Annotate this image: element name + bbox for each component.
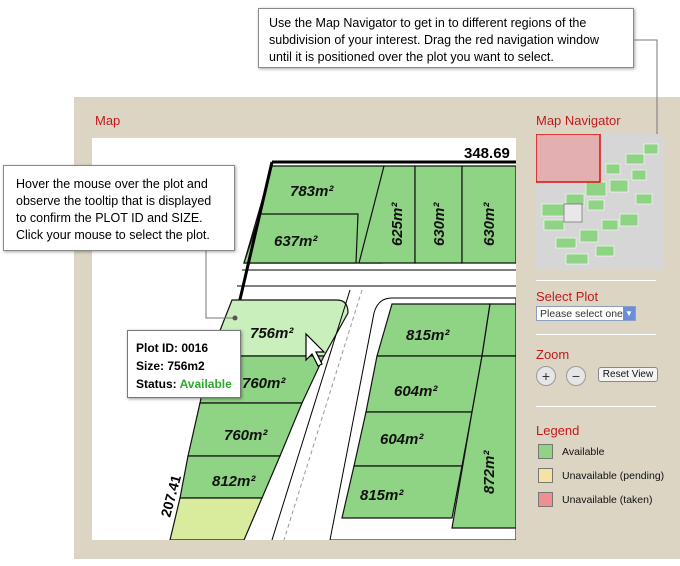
callout-top-line-1: Use the Map Navigator to get in to diffe… — [269, 16, 587, 30]
reset-view-button[interactable]: Reset View — [598, 367, 658, 382]
label-plot-760-a: 760m² — [242, 375, 286, 392]
legend-swatch-taken — [538, 492, 553, 507]
plot-bottom-left[interactable] — [169, 497, 263, 540]
tooltip-status: Status: Available — [136, 375, 232, 393]
navigator-window[interactable] — [536, 134, 601, 183]
select-plot-title: Select Plot — [536, 289, 599, 304]
dimension-top-label: 348.69 — [464, 145, 510, 162]
plot-630-b[interactable] — [461, 165, 516, 264]
tooltip-plot-id: Plot ID: 0016 — [136, 341, 209, 355]
legend-swatch-available — [538, 444, 553, 459]
tooltip-status-value: Available — [179, 377, 232, 391]
label-plot-637: 637m² — [274, 233, 318, 250]
label-plot-812: 812m² — [212, 473, 256, 490]
chevron-down-icon[interactable]: ▼ — [623, 307, 635, 320]
label-plot-872: 872m² — [481, 450, 498, 494]
navigator-instruction-callout: Use the Map Navigator to get in to diffe… — [258, 8, 634, 68]
legend-swatch-pending — [538, 468, 553, 483]
hover-instruction-callout: Hover the mouse over the plot and observ… — [3, 165, 235, 251]
callout-top-line-2: subdivision of your interest. Drag the r… — [269, 33, 600, 47]
zoom-out-icon[interactable]: − — [566, 366, 586, 386]
callout-left-line-2: observe the tooltip that is displayed — [16, 194, 212, 208]
zoom-in-icon[interactable]: + — [536, 366, 556, 386]
label-plot-625: 625m² — [389, 202, 406, 246]
select-plot-value: Please select one — [540, 308, 623, 320]
callout-top-line-3: until it is positioned over the plot you… — [269, 50, 554, 64]
plot-872[interactable] — [451, 355, 516, 529]
map-navigator-thumbnail[interactable] — [536, 134, 664, 270]
label-plot-630-b: 630m² — [481, 202, 498, 246]
legend-label-available: Available — [562, 446, 605, 458]
label-plot-783: 783m² — [290, 183, 334, 200]
label-plot-815-b: 815m² — [360, 487, 404, 504]
label-plot-760-b: 760m² — [224, 427, 268, 444]
plot-815-a-ext[interactable] — [481, 303, 516, 357]
subdivision-map[interactable]: 783m² 637m² 625m² 630m² 630m² 756m² 760m… — [92, 138, 516, 540]
plot-815-b[interactable] — [341, 465, 463, 519]
label-plot-604-a: 604m² — [394, 383, 438, 400]
legend-label-taken: Unavailable (taken) — [562, 494, 653, 506]
select-plot-dropdown[interactable]: Please select one ▼ — [536, 306, 636, 321]
callout-left-line-1: Hover the mouse over the plot and — [16, 177, 208, 191]
callout-left-line-3: to confirm the PLOT ID and SIZE. — [16, 211, 203, 225]
divider-1 — [536, 280, 656, 281]
tooltip-size: Size: 756m2 — [136, 359, 205, 373]
label-plot-756: 756m² — [250, 325, 294, 342]
map-section-title: Map — [95, 113, 121, 128]
divider-3 — [536, 406, 656, 407]
label-plot-630-a: 630m² — [431, 202, 448, 246]
map-navigator-title: Map Navigator — [536, 113, 621, 128]
divider-2 — [536, 334, 656, 335]
label-plot-604-b: 604m² — [380, 431, 424, 448]
callout-left-line-4: Click your mouse to select the plot. — [16, 228, 210, 242]
tooltip-status-label: Status: — [136, 377, 180, 391]
label-plot-815-a: 815m² — [406, 327, 450, 344]
plot-tooltip: Plot ID: 0016 Size: 756m2 Status: Availa… — [127, 330, 241, 398]
legend-title: Legend — [536, 423, 580, 438]
mouse-cursor-icon — [305, 332, 326, 367]
zoom-title: Zoom — [536, 347, 570, 362]
legend-label-pending: Unavailable (pending) — [562, 470, 665, 482]
plot-637[interactable] — [243, 213, 359, 264]
